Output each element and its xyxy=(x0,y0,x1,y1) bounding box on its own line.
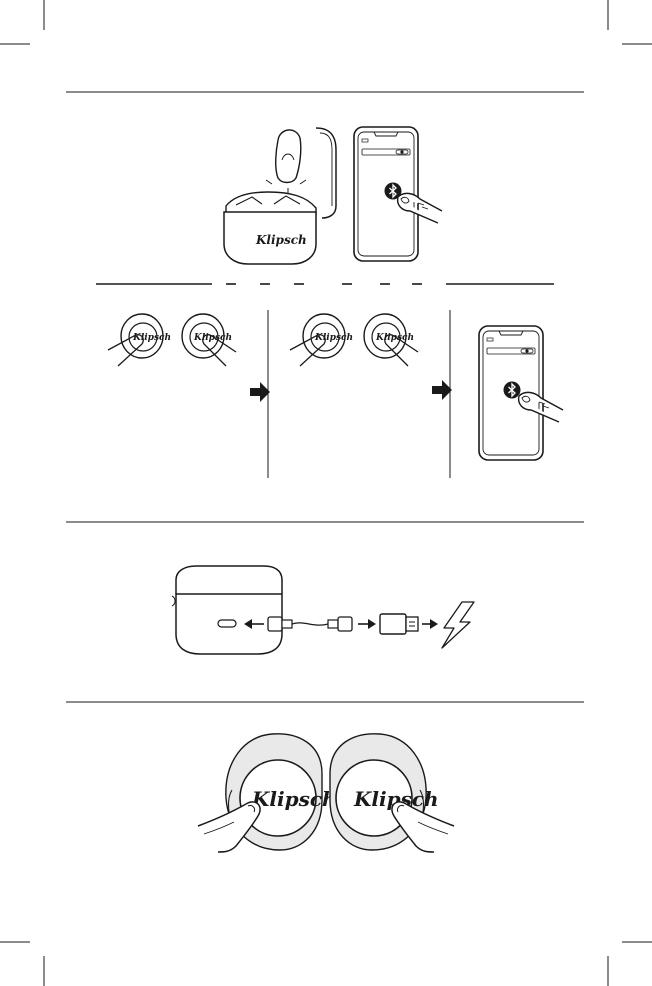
usb-c-cable-illustration xyxy=(268,617,352,631)
usb-c-port xyxy=(218,620,236,627)
bluetooth-icon xyxy=(504,382,521,399)
right-earbud-touch-illustration: Klipsch xyxy=(330,734,454,852)
left-earbud-touch-illustration: Klipsch xyxy=(198,734,337,852)
step-press-both-earbuds xyxy=(108,314,236,366)
phone-bluetooth-illustration xyxy=(354,127,442,261)
lightning-bolt-icon xyxy=(442,602,474,648)
arrow-right-icon xyxy=(432,380,452,400)
step-press-both-earbuds-again xyxy=(290,314,418,366)
finger-icon xyxy=(276,130,301,183)
step-phone-bluetooth xyxy=(479,326,563,460)
charging-case-illustration xyxy=(172,566,282,654)
earbud-logo: Klipsch xyxy=(251,787,337,811)
arrow-right-icon xyxy=(358,619,376,629)
arrow-right-icon xyxy=(250,382,270,402)
arrow-right-icon xyxy=(422,619,438,629)
usb-adapter-illustration xyxy=(380,614,418,634)
case-open-press-illustration: Klipsch xyxy=(224,128,336,264)
case-logo: Klipsch xyxy=(255,233,307,247)
